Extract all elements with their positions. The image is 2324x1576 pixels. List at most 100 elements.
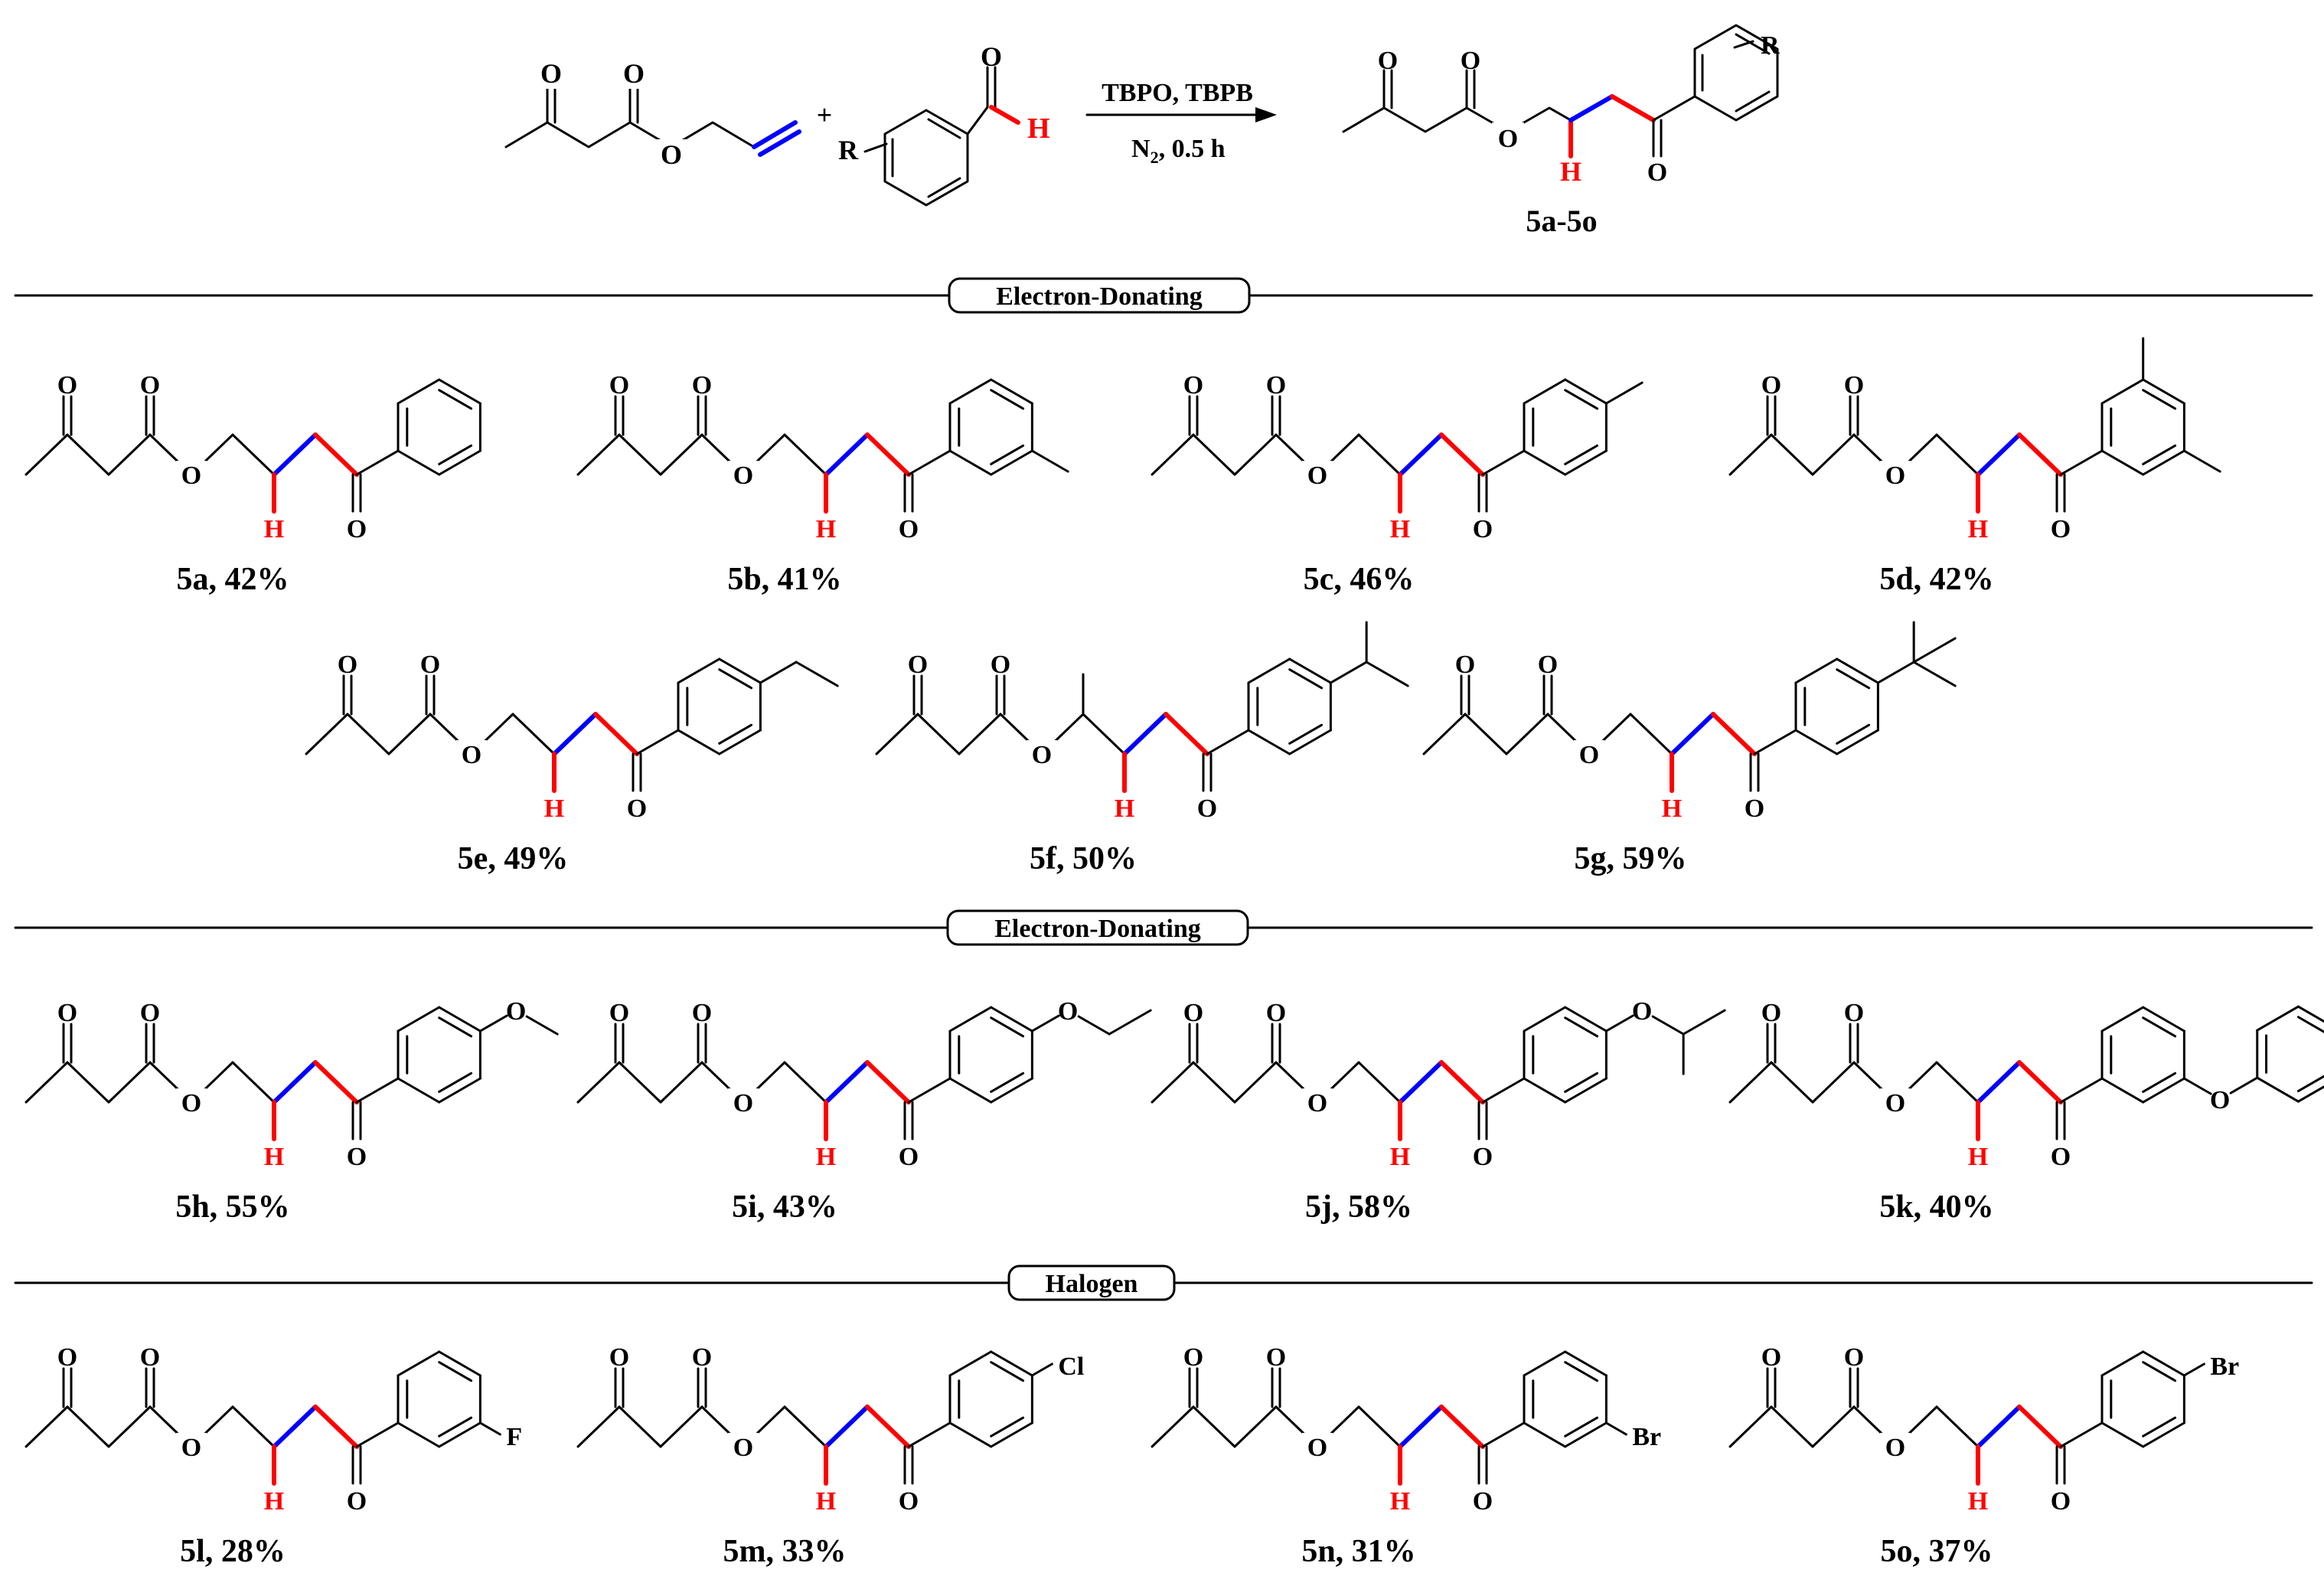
compound-caption: 5b, 41%: [727, 562, 841, 597]
compound-caption: 5k, 40%: [1879, 1189, 1993, 1225]
section-label: Electron-Donating: [996, 282, 1202, 311]
product-carbonyl-oxygen: O: [1461, 47, 1480, 75]
ester-oxygen: O: [1885, 1434, 1905, 1462]
compound-5l: O O O H O F 5l, 28%: [24, 1343, 522, 1569]
carbonyl-oxygen-label: O: [623, 58, 645, 89]
ester-oxygen: O: [733, 1089, 753, 1118]
compound-caption: 5g, 59%: [1575, 841, 1687, 876]
carbonyl-oxygen: O: [1266, 1343, 1286, 1372]
allyl-acetoacetate-reactant: O O O: [504, 58, 801, 170]
halogen-label: F: [506, 1423, 522, 1451]
hydrogen-label: H: [264, 1143, 284, 1171]
aryl-ketone-oxygen: O: [2051, 1487, 2071, 1516]
hydrogen-label: H: [816, 1487, 836, 1516]
ketone-oxygen: O: [57, 999, 77, 1027]
product-range-label: 5a-5o: [1526, 204, 1597, 238]
ketone-oxygen: O: [1455, 651, 1475, 679]
hydrogen-label: H: [1390, 515, 1410, 543]
product-aryl-ketone-oxygen: O: [1647, 158, 1667, 187]
carbonyl-oxygen: O: [1844, 999, 1864, 1027]
ester-oxygen-label: O: [661, 139, 682, 170]
ester-oxygen: O: [181, 1434, 201, 1462]
section-label: Halogen: [1046, 1270, 1138, 1298]
carbonyl-oxygen: O: [1844, 371, 1864, 400]
hydrogen-label: H: [1662, 795, 1682, 823]
aryl-ketone-oxygen: O: [1473, 1143, 1493, 1171]
carbonyl-oxygen: O: [140, 1343, 160, 1372]
ketone-oxygen: O: [609, 371, 629, 400]
ester-oxygen: O: [1885, 1089, 1905, 1118]
ketone-oxygen: O: [57, 371, 77, 400]
compound-caption: 5a, 42%: [177, 562, 289, 597]
ketone-oxygen: O: [1761, 1343, 1781, 1372]
ester-oxygen: O: [1885, 462, 1905, 490]
ketone-oxygen: O: [57, 1343, 77, 1372]
hydrogen-label: H: [1968, 1143, 1988, 1171]
compound-caption: 5f, 50%: [1030, 841, 1137, 876]
ketone-oxygen: O: [908, 651, 928, 679]
carbonyl-oxygen: O: [1266, 999, 1286, 1027]
hydrogen-label: H: [264, 1487, 284, 1516]
aryl-ketone-oxygen: O: [1473, 515, 1493, 543]
aryl-ketone-oxygen: O: [2051, 1143, 2071, 1171]
aryl-ketone-oxygen: O: [899, 1143, 919, 1171]
product-ketone-oxygen: O: [1378, 47, 1398, 75]
hydrogen-label: H: [1390, 1487, 1410, 1516]
hydrogen-label: H: [816, 1143, 836, 1171]
ketone-oxygen: O: [1183, 371, 1203, 400]
carbonyl-oxygen: O: [692, 999, 712, 1027]
aryl-ketone-oxygen: O: [1197, 795, 1217, 823]
ester-oxygen: O: [733, 1434, 753, 1462]
section-divider: Halogen: [14, 1264, 2313, 1301]
aryl-ketone-oxygen: O: [1745, 795, 1764, 823]
compound-caption: 5h, 55%: [175, 1189, 289, 1225]
ketone-oxygen: O: [338, 651, 357, 679]
product-hydrogen-label: H: [1560, 156, 1581, 187]
aldehyde-oxygen-label: O: [981, 41, 1002, 72]
carbonyl-oxygen: O: [1844, 1343, 1864, 1372]
compound-caption: 5c, 46%: [1304, 562, 1415, 597]
ester-oxygen: O: [733, 462, 753, 490]
carbonyl-oxygen: O: [1266, 371, 1286, 400]
ketone-oxygen: O: [1183, 1343, 1203, 1372]
reagents-label: TBPO, TBPB: [1102, 79, 1253, 107]
ester-oxygen: O: [181, 462, 201, 490]
compound-caption: 5n, 31%: [1301, 1534, 1415, 1569]
aryl-ketone-oxygen: O: [899, 515, 919, 543]
ester-oxygen: O: [462, 741, 481, 769]
carbonyl-oxygen: O: [991, 651, 1010, 679]
aryl-ketone-oxygen: O: [347, 515, 367, 543]
product-ester-oxygen: O: [1498, 125, 1518, 153]
aryl-ketone-oxygen: O: [899, 1487, 919, 1516]
plus-sign: +: [817, 100, 833, 130]
ketone-oxygen: O: [1761, 999, 1781, 1027]
ether-oxygen: O: [1058, 997, 1078, 1026]
halogen-label: Br: [1632, 1423, 1661, 1451]
compound-caption: 5l, 28%: [180, 1534, 286, 1569]
ether-oxygen: O: [1632, 997, 1652, 1026]
ketone-oxygen-label: O: [540, 58, 562, 89]
hydrogen-label: H: [1968, 1487, 1988, 1516]
compound-caption: 5d, 42%: [1879, 562, 1993, 597]
aryl-ketone-oxygen: O: [347, 1487, 367, 1516]
compound-caption: 5e, 49%: [458, 841, 569, 876]
hydrogen-label: H: [1390, 1143, 1410, 1171]
ketone-oxygen: O: [1761, 371, 1781, 400]
ketone-oxygen: O: [609, 1343, 629, 1372]
carbonyl-oxygen: O: [140, 999, 160, 1027]
section-divider: Electron-Donating: [14, 909, 2313, 946]
compound-caption: 5j, 58%: [1305, 1189, 1412, 1225]
carbonyl-oxygen: O: [420, 651, 440, 679]
ester-oxygen: O: [1032, 741, 1052, 769]
hydrogen-label: H: [816, 515, 836, 543]
